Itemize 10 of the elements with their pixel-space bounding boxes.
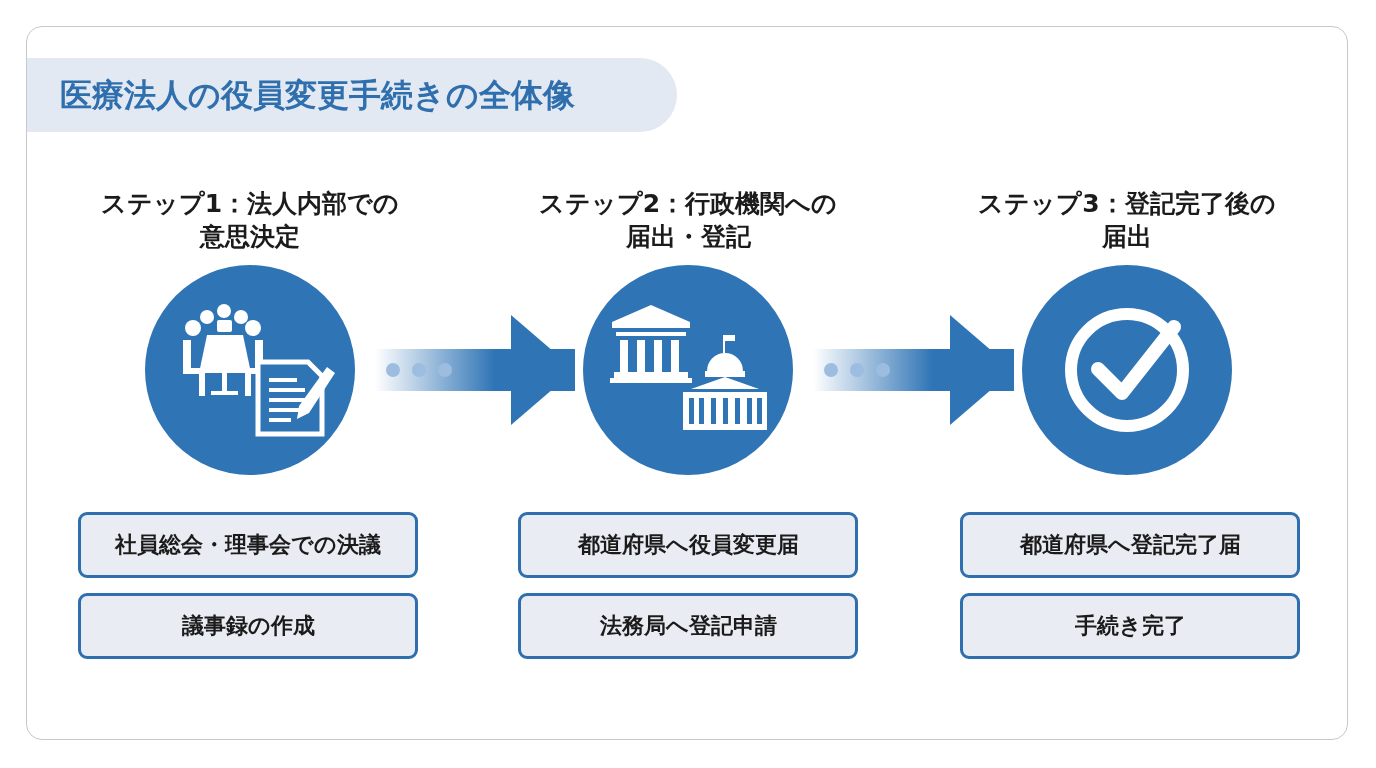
task-box: 議事録の作成: [78, 593, 418, 659]
task-box: 手続き完了: [960, 593, 1300, 659]
step-heading: ステップ3：登記完了後の届出: [977, 188, 1277, 253]
task-box: 法務局へ登記申請: [518, 593, 858, 659]
task-box: 都道府県へ登記完了届: [960, 512, 1300, 578]
task-box: 都道府県へ役員変更届: [518, 512, 858, 578]
task-box: 社員総会・理事会での決議: [78, 512, 418, 578]
title: 医療法人の役員変更手続きの全体像: [60, 75, 575, 116]
step-heading: ステップ2：行政機関への届出・登記: [537, 188, 839, 253]
step-heading: ステップ1：法人内部での意思決定: [99, 188, 401, 253]
